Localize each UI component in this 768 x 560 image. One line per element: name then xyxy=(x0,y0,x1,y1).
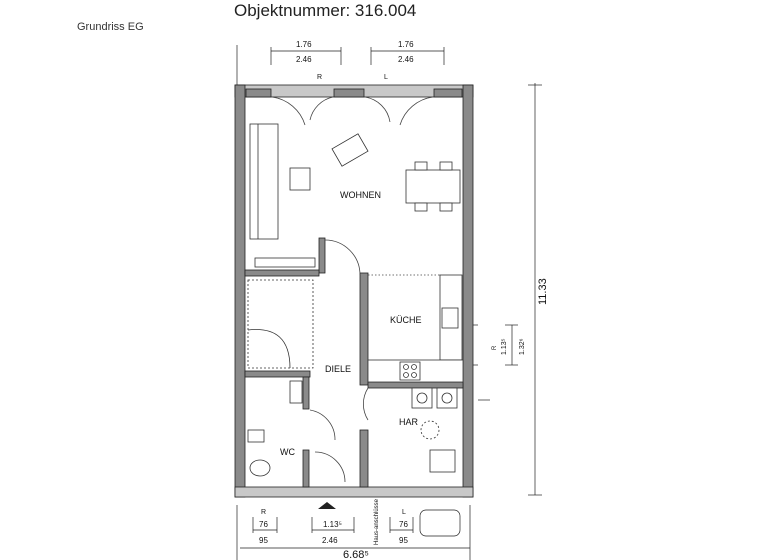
room-label-diele: DIELE xyxy=(325,364,351,374)
dim-window-inner: 1.13⁵ xyxy=(501,338,508,355)
room-label-wohnen: WOHNEN xyxy=(340,190,381,200)
top-dimensions xyxy=(236,45,542,560)
furniture xyxy=(247,123,464,477)
bin-outline xyxy=(419,509,461,537)
dim-top-left-inner: 1.76 xyxy=(296,40,312,49)
room-label-wc: WC xyxy=(280,447,295,457)
dim-bottom-left-side: R xyxy=(261,509,266,516)
dim-top-right-inner: 1.76 xyxy=(398,40,414,49)
dim-bottom-mid-outer: 2.46 xyxy=(322,536,338,545)
dim-bottom-right-side: L xyxy=(402,509,406,516)
entrance-arrow-icon xyxy=(318,502,336,509)
dim-bottom-right-outer: 95 xyxy=(399,536,408,545)
dim-total-depth: 11.33 xyxy=(537,278,549,305)
dim-bottom-left-inner: 76 xyxy=(259,520,268,529)
house-connections-label: Haus-anschlüsse xyxy=(374,498,380,545)
interior-doors xyxy=(309,239,440,483)
dim-top-left-outer: 2.46 xyxy=(296,55,312,64)
dim-window-outer: 1.32⁶ xyxy=(519,338,526,355)
dim-top-left-side: R xyxy=(317,74,322,81)
dim-bottom-right-inner: 76 xyxy=(399,520,408,529)
interior-walls xyxy=(244,237,464,488)
dim-bottom-left-outer: 95 xyxy=(259,536,268,545)
page-title: Objektnummer: 316.004 xyxy=(234,1,417,20)
plan-subtitle: Grundriss EG xyxy=(77,21,144,33)
room-label-kueche: KÜCHE xyxy=(390,315,422,325)
dim-total-width: 6.68⁵ xyxy=(343,549,369,560)
dim-window-side: R xyxy=(492,345,498,350)
outer-walls xyxy=(234,84,474,498)
room-label-har: HAR xyxy=(399,417,419,427)
dim-top-right-outer: 2.46 xyxy=(398,55,414,64)
dim-top-right-side: L xyxy=(384,74,388,81)
dim-bottom-mid-inner: 1.13⁵ xyxy=(323,520,342,529)
patio-doors xyxy=(271,96,434,126)
